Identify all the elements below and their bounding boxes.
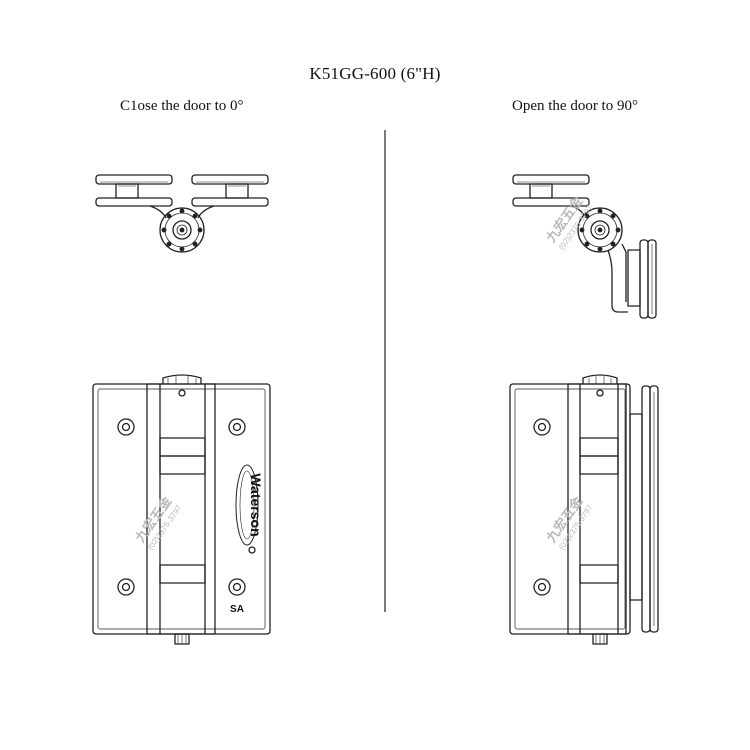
open-front-view [509,374,659,645]
watermark-bottom-right: 九宏五金 (02)2375-3797 [543,493,595,552]
open-caption: Open the door to 90° [512,98,638,114]
model-mark: SA [230,604,244,615]
brand-logo-text: Waterson [248,473,264,536]
drawing-title: K51GG-600 (6"H) [309,64,441,83]
open-top-view [512,174,657,319]
closed-caption: C1ose the door to 0° [120,98,244,114]
closed-front-view [92,374,271,645]
closed-top-view [95,174,269,253]
watermark-bottom-left: 九宏五金 (02)2375-3797 [132,493,184,552]
